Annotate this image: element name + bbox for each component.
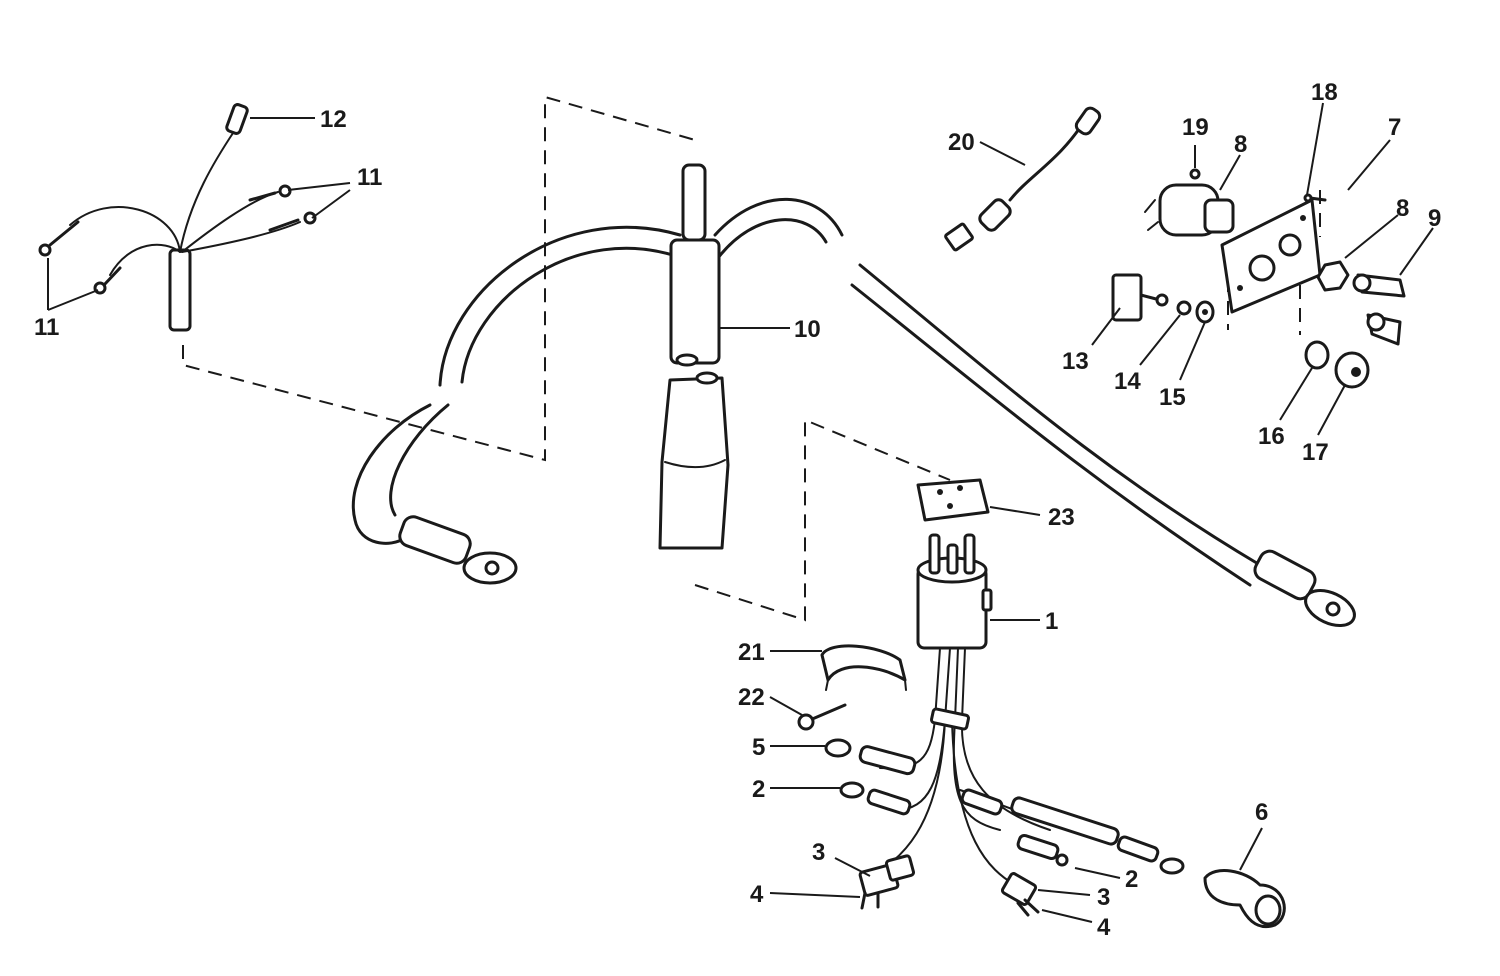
callout-20: 20 <box>948 129 975 156</box>
callout-9: 9 <box>1428 205 1441 232</box>
callout-3: 3 <box>1097 884 1110 911</box>
callout-7: 7 <box>1388 114 1401 141</box>
leader-lines <box>47 102 1434 923</box>
callout-11: 11 <box>357 164 382 191</box>
callout-23: 23 <box>1048 504 1075 531</box>
solenoid-assembly <box>916 478 993 650</box>
callout-2: 2 <box>752 776 765 803</box>
callout-8: 8 <box>1234 131 1247 158</box>
callout-17: 17 <box>1302 439 1329 466</box>
callout-5: 5 <box>752 734 765 761</box>
switch-panel-assembly <box>1111 168 1406 389</box>
callout-1: 1 <box>1045 608 1058 635</box>
small-wire-harness <box>38 103 317 332</box>
callout-11: 11 <box>34 314 59 341</box>
callout-2: 2 <box>1125 866 1138 893</box>
callout-14: 14 <box>1114 368 1141 395</box>
callout-21: 21 <box>738 639 765 666</box>
callout-10: 10 <box>794 316 821 343</box>
callout-4: 4 <box>1097 914 1111 941</box>
callout-13: 13 <box>1062 348 1089 375</box>
clamp-and-screw <box>797 644 907 731</box>
callout-4: 4 <box>750 881 764 908</box>
callout-6: 6 <box>1255 799 1268 826</box>
callout-22: 22 <box>738 684 765 711</box>
callout-3: 3 <box>812 839 825 866</box>
assembly-guide-lines <box>182 95 1321 622</box>
short-lead-wire <box>944 106 1102 252</box>
callout-15: 15 <box>1159 384 1186 411</box>
callout-18: 18 <box>1311 79 1338 106</box>
callout-8: 8 <box>1396 195 1409 222</box>
lower-wire-harness <box>824 647 1286 929</box>
battery-cable-assembly <box>351 163 1356 627</box>
callout-16: 16 <box>1258 423 1285 450</box>
callout-labels: 12 11 11 10 20 19 8 18 7 8 9 13 14 15 16… <box>34 79 1441 941</box>
callout-12: 12 <box>320 106 347 133</box>
callout-19: 19 <box>1182 114 1209 141</box>
